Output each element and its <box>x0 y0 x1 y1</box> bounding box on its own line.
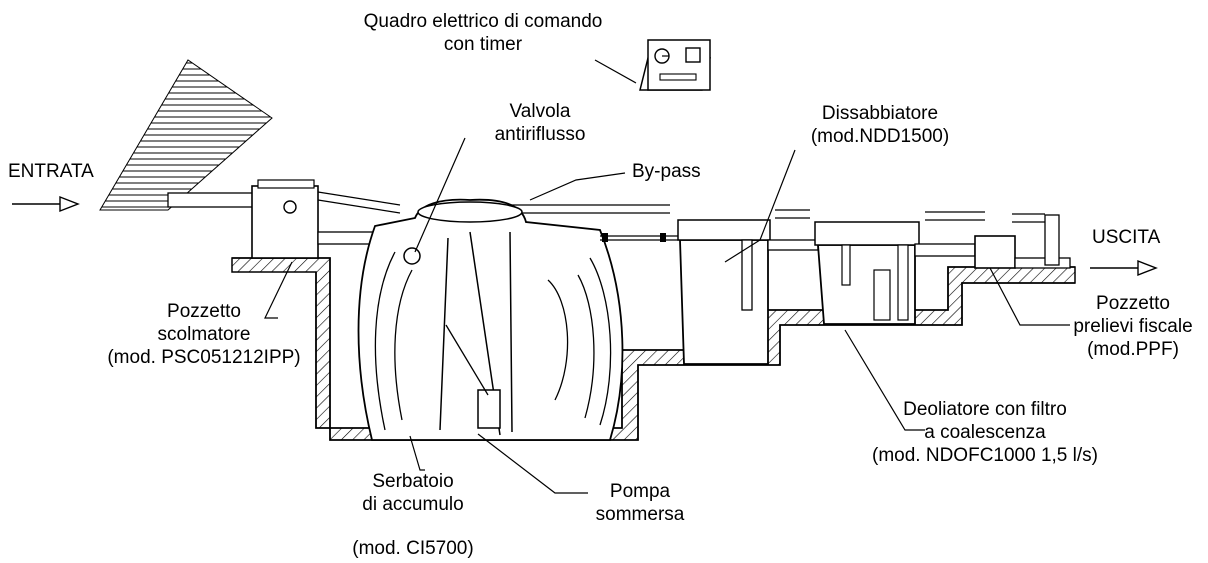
valvola-label-line1: Valvola <box>509 101 571 122</box>
valvola-label-line2: antiriflusso <box>494 124 586 145</box>
inlet-pipe <box>167 192 257 208</box>
bypass-pipe <box>317 191 1045 223</box>
serbatoio-label: Serbatoio di accumulo <box>343 470 483 516</box>
serbatoio-label-line1: Serbatoio <box>372 471 454 492</box>
tank-lid <box>417 201 523 223</box>
pompa-label-line2: sommersa <box>595 504 685 525</box>
scolmatore-cap <box>283 200 297 214</box>
pozzetto-scolmatore-label-line3: (mod. PSC051212IPP) <box>107 347 301 368</box>
pozzetto-prelievi-label-line3: (mod.PPF) <box>1087 339 1179 360</box>
deoliatore-label: Deoliatore con filtro a coalescenza (mod… <box>850 398 1120 467</box>
quadro-label-line1: Quadro elettrico di comando <box>363 11 603 32</box>
serbatoio-model-label: (mod. CI5700) <box>352 538 474 559</box>
exit-arrow-head <box>1137 259 1158 277</box>
entrata-label: ENTRATA <box>8 161 94 182</box>
entrance-arrow-head <box>59 195 80 213</box>
pozzetto-prelievi-box <box>974 235 1016 269</box>
bypass-label: By-pass <box>632 161 701 182</box>
uscita-label: USCITA <box>1092 227 1161 248</box>
pompa-label: Pompa sommersa <box>590 480 690 526</box>
pozzetto-prelievi-label-line2: prelievi fiscale <box>1073 316 1193 337</box>
control-panel <box>639 39 711 91</box>
dissabbiatore-label: Dissabbiatore (mod.NDD1500) <box>780 102 980 148</box>
deoliatore-label-line2: a coalescenza <box>924 422 1046 443</box>
dissabbiatore-tank <box>679 239 769 365</box>
antiriflusso-valve <box>403 247 421 265</box>
pozzetto-scolmatore-label: Pozzetto scolmatore (mod. PSC051212IPP) <box>104 300 304 369</box>
pozzetto-prelievi-label: Pozzetto prelievi fiscale (mod.PPF) <box>1058 292 1208 361</box>
excavation-inner <box>232 257 1075 441</box>
valvola-label: Valvola antiriflusso <box>470 100 610 146</box>
pompa-label-line1: Pompa <box>609 481 671 502</box>
deoliatore-label-line1: Deoliatore con filtro <box>903 399 1067 420</box>
pozzetto-scolmatore-label-line1: Pozzetto <box>167 301 241 322</box>
dissabbiatore-label-line2: (mod.NDD1500) <box>810 126 950 147</box>
submersible-pump <box>477 389 501 429</box>
pozzetto-scolmatore-label-line2: scolmatore <box>157 324 251 345</box>
pozzetto-prelievi-label-line1: Pozzetto <box>1096 293 1170 314</box>
quadro-label-line2: con timer <box>443 34 523 55</box>
leader-lines <box>264 59 1070 494</box>
pozzetto-scolmatore-box <box>251 185 319 259</box>
serbatoio-label-line2: di accumulo <box>362 494 464 515</box>
dissabbiatore-label-line1: Dissabbiatore <box>821 103 939 124</box>
roof-panel <box>99 59 273 211</box>
quadro-label: Quadro elettrico di comando con timer <box>333 10 633 56</box>
storage-tank <box>357 198 624 441</box>
deoliatore-label-line3: (mod. NDOFC1000 1,5 l/s) <box>872 445 1098 466</box>
